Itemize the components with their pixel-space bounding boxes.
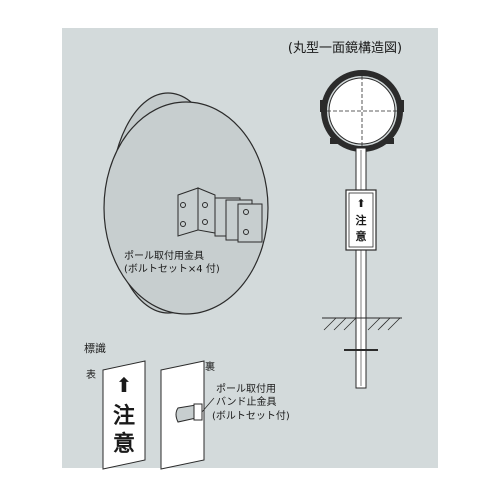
mount-label-line1: ポール取付用金具 — [124, 249, 204, 262]
band-label-line3: (ボルトセット付) — [212, 409, 290, 422]
band-label-line2: バンド止金具 — [216, 395, 277, 408]
pole-mount-bracket — [177, 187, 263, 243]
pole-sign — [345, 189, 377, 251]
front-arrow-icon: ⬆ — [116, 373, 133, 397]
front-sign-char-1: 注 — [113, 403, 135, 429]
band-leader-line — [201, 397, 215, 413]
pole-sign-arrow-icon: ⬆ — [356, 197, 365, 210]
pole-mirror-assembly: ⬆ 注 意 — [320, 70, 404, 389]
sign-front-plate: ⬆ 注 意 — [102, 360, 146, 470]
pole-sign-char-2: 意 — [356, 229, 367, 243]
mount-label-line2: (ボルトセット×4 付) — [124, 262, 220, 275]
sign-heading: 標識 — [84, 341, 106, 355]
mirror-face — [328, 77, 396, 145]
sign-back-plate — [160, 360, 215, 470]
front-label: 表 — [86, 368, 96, 381]
back-label: 裏 — [205, 360, 215, 373]
ground-hatching — [323, 317, 401, 331]
diagram-title: (丸型一面鏡構造図) — [288, 41, 402, 56]
front-sign-char-2: 意 — [113, 431, 135, 457]
band-label-line1: ポール取付用 — [216, 382, 276, 395]
pole-sign-char-1: 注 — [356, 213, 367, 227]
